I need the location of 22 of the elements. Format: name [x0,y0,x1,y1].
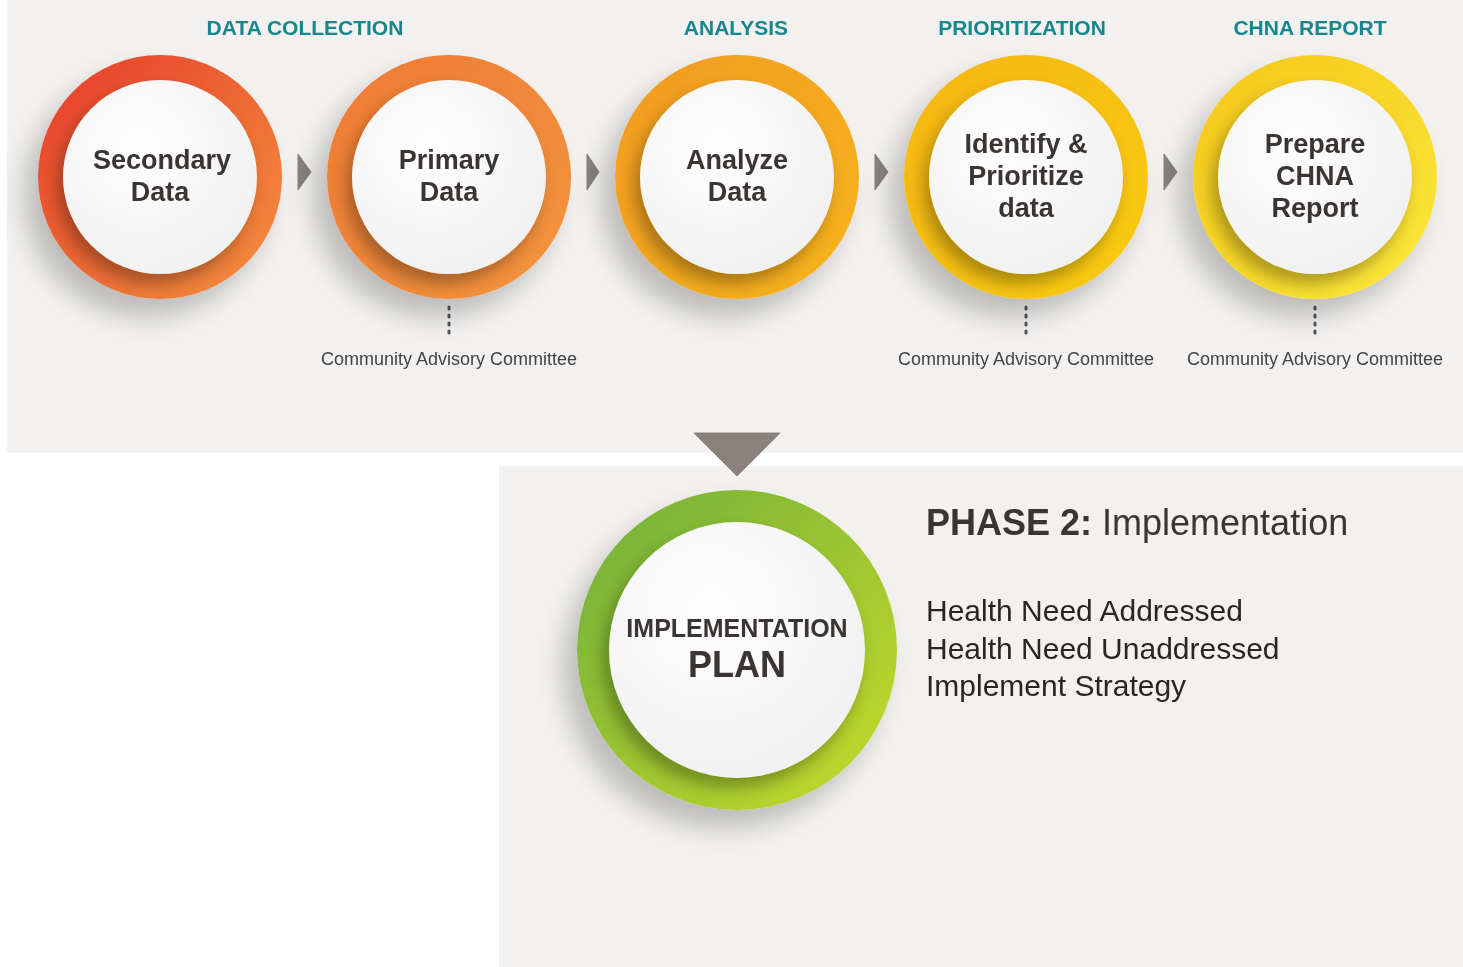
list-item: Implement Strategy [926,669,1187,703]
node-label: Community Advisory Committee [320,349,578,370]
node-label: Community Advisory Committee [1186,349,1444,370]
arrow [1163,153,1178,191]
node-label: IMPLEMENTATION [625,614,849,644]
stage-heading: PRIORITIZATION [938,16,1106,40]
arrow [586,153,600,191]
list-item: Health Need Unaddressed [926,632,1280,666]
node-label: Prepare CHNA Report [1263,129,1367,225]
node-label: Analyze Data [684,145,789,209]
arrow [297,153,312,191]
stage-heading: DATA COLLECTION [206,16,404,40]
node-label: Primary Data [397,145,501,209]
list-item: Health Need Addressed [926,594,1243,628]
arrow [874,153,889,191]
stage-heading: CHNA REPORT [1233,16,1387,40]
node-label: Identify & Prioritize data [963,129,1089,225]
phase-heading: PHASE 2: Implementation [926,502,1349,544]
arrow [693,432,781,477]
node-label: Community Advisory Committee [897,349,1155,370]
stage-heading: ANALYSIS [683,16,789,40]
node-label: PLAN [687,643,787,686]
